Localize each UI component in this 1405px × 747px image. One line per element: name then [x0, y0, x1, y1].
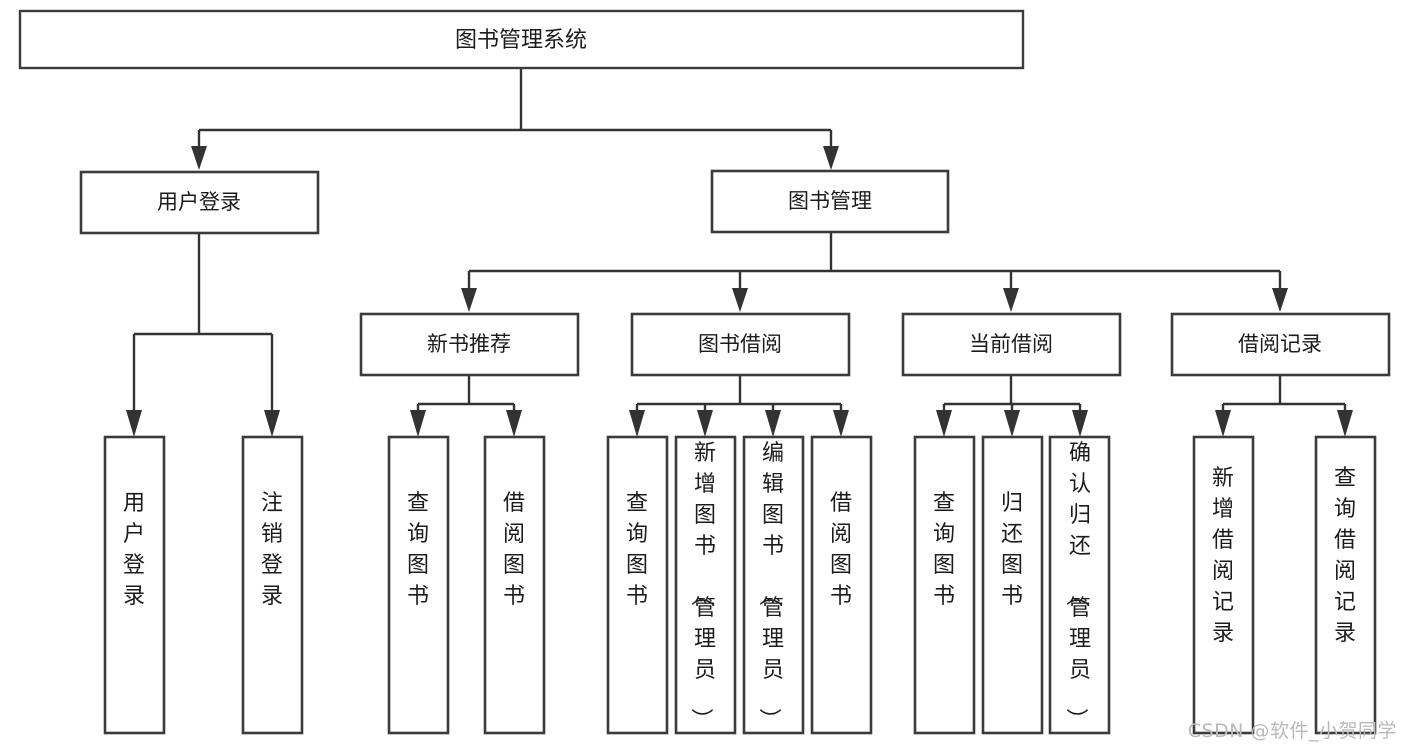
leaf-nb-borrow-book-rect[interactable] [483, 435, 546, 735]
leaf-logout-rect[interactable] [241, 435, 304, 735]
leaf-cb-confirm-return-rect[interactable] [1048, 435, 1111, 735]
leaf-bb-add-book-rect[interactable] [674, 435, 737, 735]
leaf-logout-label: 注销登录 [261, 491, 283, 609]
node-borrow-records[interactable]: 借阅记录 [1170, 312, 1391, 377]
connectors-root-to-level2 [191, 68, 839, 170]
leaf-user-login-rect[interactable] [103, 435, 166, 735]
leaf-nb-borrow-book-label: 借阅图书 [503, 491, 525, 609]
node-root-rect[interactable] [18, 9, 1025, 70]
leaf-cb-return-book-rect[interactable] [981, 435, 1044, 735]
leaf-cb-query-book-rect[interactable] [913, 435, 976, 735]
node-borrow-records-label: 借阅记录 [1238, 332, 1322, 356]
leaf-user-login-label: 用户登录 [123, 491, 145, 609]
node-new-book-recommend[interactable]: 新书推荐 [359, 312, 580, 377]
node-root-system[interactable]: 图书管理系统 [18, 9, 1025, 70]
node-book-management-label: 图书管理 [788, 189, 872, 213]
leaf-node-bb-borrow-book[interactable]: 借阅图书 [810, 435, 873, 735]
leaf-nb-query-book-label: 查询图书 [407, 491, 429, 609]
node-user-login-rect[interactable] [79, 170, 320, 235]
leaf-br-add-record-label: 新增借阅记录 [1212, 466, 1234, 646]
arrow-head-cb-leaf-1 [936, 410, 952, 437]
node-borrow-records-rect[interactable] [1170, 312, 1391, 377]
leaf-node-bb-add-book[interactable]: 新增图书（管理员） [674, 435, 737, 735]
leaf-bb-borrow-book-label: 借阅图书 [830, 491, 852, 609]
node-current-borrow[interactable]: 当前借阅 [901, 312, 1122, 377]
leaf-bb-edit-book-rect[interactable] [742, 435, 805, 735]
node-root-label: 图书管理系统 [455, 28, 587, 53]
leaf-node-user-login[interactable]: 用户登录 [103, 435, 166, 735]
connectors-new-book-to-leaves [410, 375, 522, 437]
arrow-head-book-mgmt [823, 146, 839, 170]
leaf-bb-edit-book-label: 编辑图书（管理员） [756, 441, 784, 730]
node-new-book-recommend-label: 新书推荐 [427, 332, 511, 356]
leaf-bb-query-book-rect[interactable] [606, 435, 669, 735]
arrow-head-bb-leaf-4 [833, 410, 849, 437]
leaf-node-br-add-record[interactable]: 新增借阅记录 [1192, 435, 1255, 735]
leaf-cb-confirm-return-label: 确认归还（管理员） [1063, 441, 1091, 730]
leaf-node-br-query-record[interactable]: 查询借阅记录 [1314, 435, 1377, 735]
leaf-node-logout[interactable]: 注销登录 [241, 435, 304, 735]
arrow-head-cb-leaf-3 [1072, 410, 1088, 437]
leaf-bb-borrow-book-rect[interactable] [810, 435, 873, 735]
leaf-nb-query-book-rect[interactable] [387, 435, 450, 735]
arrow-head-cb-leaf-2 [1004, 410, 1020, 437]
leaf-node-nb-query-book[interactable]: 查询图书 [387, 435, 450, 735]
leaf-node-cb-confirm-return[interactable]: 确认归还（管理员） [1048, 435, 1111, 735]
node-current-borrow-label: 当前借阅 [969, 332, 1053, 356]
arrow-head-leaf-user-login [126, 410, 142, 437]
csdn-watermark: CSDN @软件_小贺同学 [1187, 720, 1397, 742]
node-book-management-rect[interactable] [710, 169, 950, 234]
arrow-head-nb-leaf-1 [410, 410, 426, 437]
leaf-cb-query-book-label: 查询图书 [933, 491, 955, 609]
arrow-head-book-borrow [732, 288, 748, 312]
node-book-borrow[interactable]: 图书借阅 [630, 312, 851, 377]
connectors-borrow-records-to-leaves [1215, 375, 1353, 437]
leaf-bb-query-book-label: 查询图书 [626, 491, 648, 609]
arrow-head-bb-leaf-2 [697, 410, 713, 437]
leaf-node-bb-query-book[interactable]: 查询图书 [606, 435, 669, 735]
node-user-login[interactable]: 用户登录 [79, 170, 320, 235]
arrow-head-bb-leaf-3 [765, 410, 781, 437]
node-book-borrow-rect[interactable] [630, 312, 851, 377]
leaf-node-bb-edit-book[interactable]: 编辑图书（管理员） [742, 435, 805, 735]
arrow-head-nb-leaf-2 [506, 410, 522, 437]
connectors-user-login-to-leaves [126, 233, 280, 437]
node-current-borrow-rect[interactable] [901, 312, 1122, 377]
node-book-borrow-label: 图书借阅 [698, 332, 782, 356]
arrow-head-br-leaf-1 [1215, 410, 1231, 437]
arrow-head-bb-leaf-1 [629, 410, 645, 437]
arrow-head-current-borrow [1003, 288, 1019, 312]
arrow-head-user-login [191, 146, 207, 170]
arrow-head-new-book-recommend [461, 288, 477, 312]
connectors-book-borrow-to-leaves [629, 375, 849, 437]
arrow-head-br-leaf-2 [1337, 410, 1353, 437]
node-book-management[interactable]: 图书管理 [710, 169, 950, 234]
arrow-head-borrow-records [1272, 288, 1288, 312]
node-new-book-recommend-rect[interactable] [359, 312, 580, 377]
arrow-head-leaf-logout [264, 410, 280, 437]
node-user-login-label: 用户登录 [157, 190, 241, 214]
leaf-bb-add-book-label: 新增图书（管理员） [688, 441, 716, 730]
leaf-node-cb-return-book[interactable]: 归还图书 [981, 435, 1044, 735]
leaf-br-add-record-rect[interactable] [1192, 435, 1255, 735]
leaf-br-query-record-label: 查询借阅记录 [1334, 466, 1356, 646]
connectors-book-mgmt-to-level3 [461, 232, 1288, 312]
leaf-node-nb-borrow-book[interactable]: 借阅图书 [483, 435, 546, 735]
leaf-br-query-record-rect[interactable] [1314, 435, 1377, 735]
leaf-node-cb-query-book[interactable]: 查询图书 [913, 435, 976, 735]
leaf-cb-return-book-label: 归还图书 [1001, 491, 1023, 609]
connectors-current-borrow-to-leaves [936, 375, 1088, 437]
